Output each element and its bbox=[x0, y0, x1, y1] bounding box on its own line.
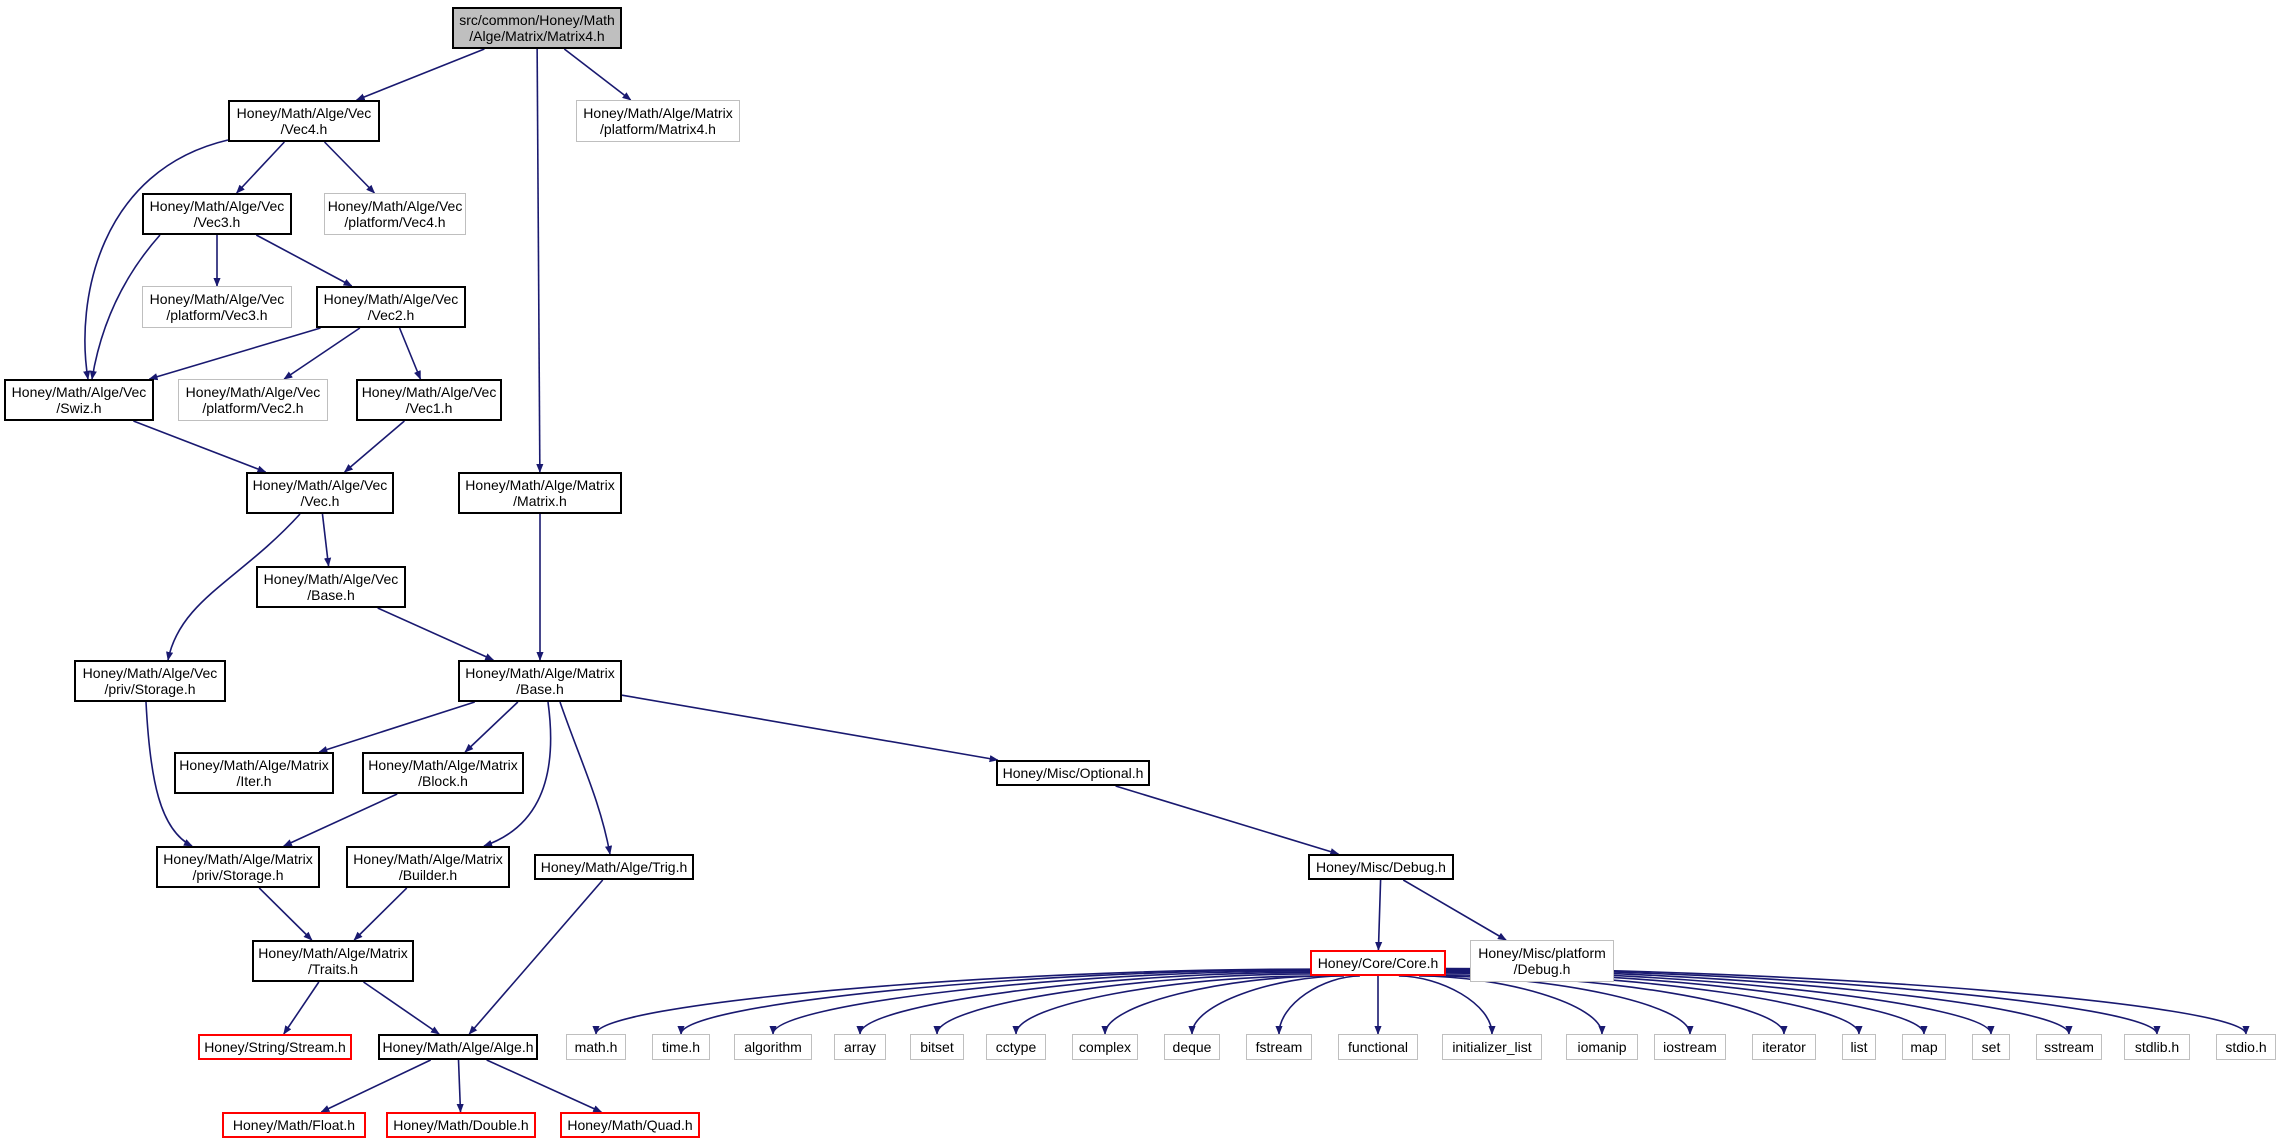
dependency-edges bbox=[83, 48, 2250, 1113]
node-array: array bbox=[834, 1034, 886, 1060]
node-initializer-list: initializer_list bbox=[1442, 1034, 1542, 1060]
node-quad-h[interactable]: Honey/Math/Quad.h bbox=[560, 1112, 700, 1138]
edge-core-to-algorithm bbox=[769, 970, 1311, 1035]
node-math-h: math.h bbox=[566, 1034, 626, 1060]
node-matrix-iter-h[interactable]: Honey/Math/Alge/Matrix /Iter.h bbox=[174, 752, 334, 794]
edge-core-to-complex bbox=[1101, 975, 1329, 1035]
edge-matrix4-to-matrix bbox=[536, 48, 544, 473]
node-optional-h[interactable]: Honey/Misc/Optional.h bbox=[996, 760, 1150, 786]
edge-vec2-to-swiz bbox=[148, 327, 321, 381]
node-vec2-h[interactable]: Honey/Math/Alge/Vec /Vec2.h bbox=[316, 286, 466, 328]
edge-traits-to-alge bbox=[363, 981, 440, 1035]
node-time-h: time.h bbox=[652, 1034, 710, 1060]
edge-debug-to-core bbox=[1375, 879, 1383, 951]
edge-mat_base-to-optional bbox=[621, 694, 999, 763]
edge-mat_base-to-builder bbox=[483, 701, 552, 847]
edge-block-to-mat_storage bbox=[282, 793, 398, 847]
edge-core-to-iostream bbox=[1435, 975, 1694, 1035]
edge-vec2-to-vec1 bbox=[398, 327, 422, 380]
node-platform-vec2-h: Honey/Math/Alge/Vec /platform/Vec2.h bbox=[178, 379, 328, 421]
node-sstream: sstream bbox=[2036, 1034, 2102, 1060]
edge-alge-to-quad_h bbox=[486, 1059, 603, 1113]
node-float-h[interactable]: Honey/Math/Float.h bbox=[222, 1112, 366, 1138]
node-vec-priv-storage-h[interactable]: Honey/Math/Alge/Vec /priv/Storage.h bbox=[74, 660, 226, 702]
node-deque: deque bbox=[1164, 1034, 1220, 1060]
edge-mat_storage-to-traits bbox=[258, 887, 313, 941]
edge-optional-to-debug bbox=[1115, 785, 1340, 856]
node-core-h[interactable]: Honey/Core/Core.h bbox=[1310, 950, 1446, 976]
node-trig-h[interactable]: Honey/Math/Alge/Trig.h bbox=[534, 854, 694, 880]
node-matrix-builder-h[interactable]: Honey/Math/Alge/Matrix /Builder.h bbox=[346, 846, 510, 888]
node-set: set bbox=[1972, 1034, 2010, 1060]
edge-core-to-initializer_list bbox=[1398, 975, 1496, 1035]
edge-core-to-list bbox=[1445, 972, 1863, 1035]
node-matrix4-h: src/common/Honey/Math /Alge/Matrix/Matri… bbox=[452, 7, 622, 49]
node-iomanip: iomanip bbox=[1566, 1034, 1638, 1060]
node-bitset: bitset bbox=[910, 1034, 964, 1060]
node-double-h[interactable]: Honey/Math/Double.h bbox=[386, 1112, 536, 1138]
node-stream-h[interactable]: Honey/String/Stream.h bbox=[198, 1034, 352, 1060]
node-matrix-h[interactable]: Honey/Math/Alge/Matrix /Matrix.h bbox=[458, 472, 622, 514]
edge-matrix4-to-plat_matrix4 bbox=[563, 48, 632, 101]
edge-alge-to-double_h bbox=[456, 1059, 464, 1113]
node-map: map bbox=[1902, 1034, 1946, 1060]
edge-core-to-deque bbox=[1188, 975, 1344, 1035]
node-vec-h[interactable]: Honey/Math/Alge/Vec /Vec.h bbox=[246, 472, 394, 514]
node-iterator: iterator bbox=[1752, 1034, 1816, 1060]
node-matrix-priv-storage-h[interactable]: Honey/Math/Alge/Matrix /priv/Storage.h bbox=[156, 846, 320, 888]
edge-core-to-array bbox=[856, 971, 1311, 1035]
node-vec-base-h[interactable]: Honey/Math/Alge/Vec /Base.h bbox=[256, 566, 406, 608]
node-platform-matrix4-h: Honey/Math/Alge/Matrix /platform/Matrix4… bbox=[576, 100, 740, 142]
edge-vec-to-vec_storage bbox=[166, 513, 301, 661]
edge-vec1-to-vec bbox=[343, 420, 405, 473]
node-complex: complex bbox=[1072, 1034, 1138, 1060]
edge-mat_base-to-trig bbox=[559, 701, 613, 855]
node-stdio-h: stdio.h bbox=[2216, 1034, 2276, 1060]
node-matrix-base-h[interactable]: Honey/Math/Alge/Matrix /Base.h bbox=[458, 660, 622, 702]
edge-core-to-iomanip bbox=[1419, 975, 1606, 1035]
edge-vec4-to-vec3 bbox=[236, 141, 285, 194]
node-platform-vec4-h: Honey/Math/Alge/Vec /platform/Vec4.h bbox=[324, 193, 466, 235]
edge-vec3-to-swiz bbox=[89, 234, 161, 380]
edge-matrix4-to-vec4 bbox=[355, 48, 485, 101]
node-algorithm: algorithm bbox=[734, 1034, 812, 1060]
node-iostream: iostream bbox=[1654, 1034, 1726, 1060]
edge-vec2-to-plat_vec2 bbox=[283, 327, 361, 380]
edge-core-to-bitset bbox=[933, 973, 1311, 1035]
edge-core-to-fstream bbox=[1275, 975, 1360, 1035]
edge-vec4-to-plat_vec4 bbox=[323, 141, 376, 194]
edge-vec-to-vec_base bbox=[321, 513, 332, 567]
edge-mat_base-to-iter bbox=[318, 701, 475, 753]
edge-trig-to-alge bbox=[468, 879, 604, 1035]
node-stdlib-h: stdlib.h bbox=[2124, 1034, 2190, 1060]
node-platform-vec3-h: Honey/Math/Alge/Vec /platform/Vec3.h bbox=[142, 286, 292, 328]
node-vec4-h[interactable]: Honey/Math/Alge/Vec /Vec4.h bbox=[228, 100, 380, 142]
edge-vec4-to-swiz bbox=[83, 139, 229, 380]
edge-debug-to-plat_debug bbox=[1402, 879, 1507, 941]
node-cctype: cctype bbox=[986, 1034, 1046, 1060]
node-alge-h[interactable]: Honey/Math/Alge/Alge.h bbox=[378, 1034, 538, 1060]
edge-alge-to-float_h bbox=[320, 1059, 432, 1113]
node-fstream: fstream bbox=[1246, 1034, 1312, 1060]
node-swiz-h[interactable]: Honey/Math/Alge/Vec /Swiz.h bbox=[4, 379, 154, 421]
node-debug-h[interactable]: Honey/Misc/Debug.h bbox=[1308, 854, 1454, 880]
node-vec1-h[interactable]: Honey/Math/Alge/Vec /Vec1.h bbox=[356, 379, 502, 421]
edge-vec_storage-to-mat_storage bbox=[145, 701, 193, 847]
node-vec3-h[interactable]: Honey/Math/Alge/Vec /Vec3.h bbox=[142, 193, 292, 235]
edge-builder-to-traits bbox=[353, 887, 408, 941]
node-matrix-traits-h[interactable]: Honey/Math/Alge/Matrix /Traits.h bbox=[252, 940, 414, 982]
edge-mat_base-to-block bbox=[464, 701, 519, 753]
edge-core-to-math_h bbox=[592, 968, 1311, 1035]
node-functional: functional bbox=[1338, 1034, 1418, 1060]
node-platform-debug-h: Honey/Misc/platform /Debug.h bbox=[1470, 940, 1614, 982]
edge-vec3-to-vec2 bbox=[255, 234, 353, 287]
edge-vec_base-to-mat_base bbox=[377, 607, 495, 661]
edge-traits-to-stream bbox=[283, 981, 320, 1035]
node-list: list bbox=[1842, 1034, 1876, 1060]
node-matrix-block-h[interactable]: Honey/Math/Alge/Matrix /Block.h bbox=[362, 752, 524, 794]
edge-swiz-to-vec bbox=[133, 420, 267, 473]
edge-core-to-cctype bbox=[1012, 975, 1312, 1035]
edge-core-to-time_h bbox=[677, 969, 1311, 1035]
